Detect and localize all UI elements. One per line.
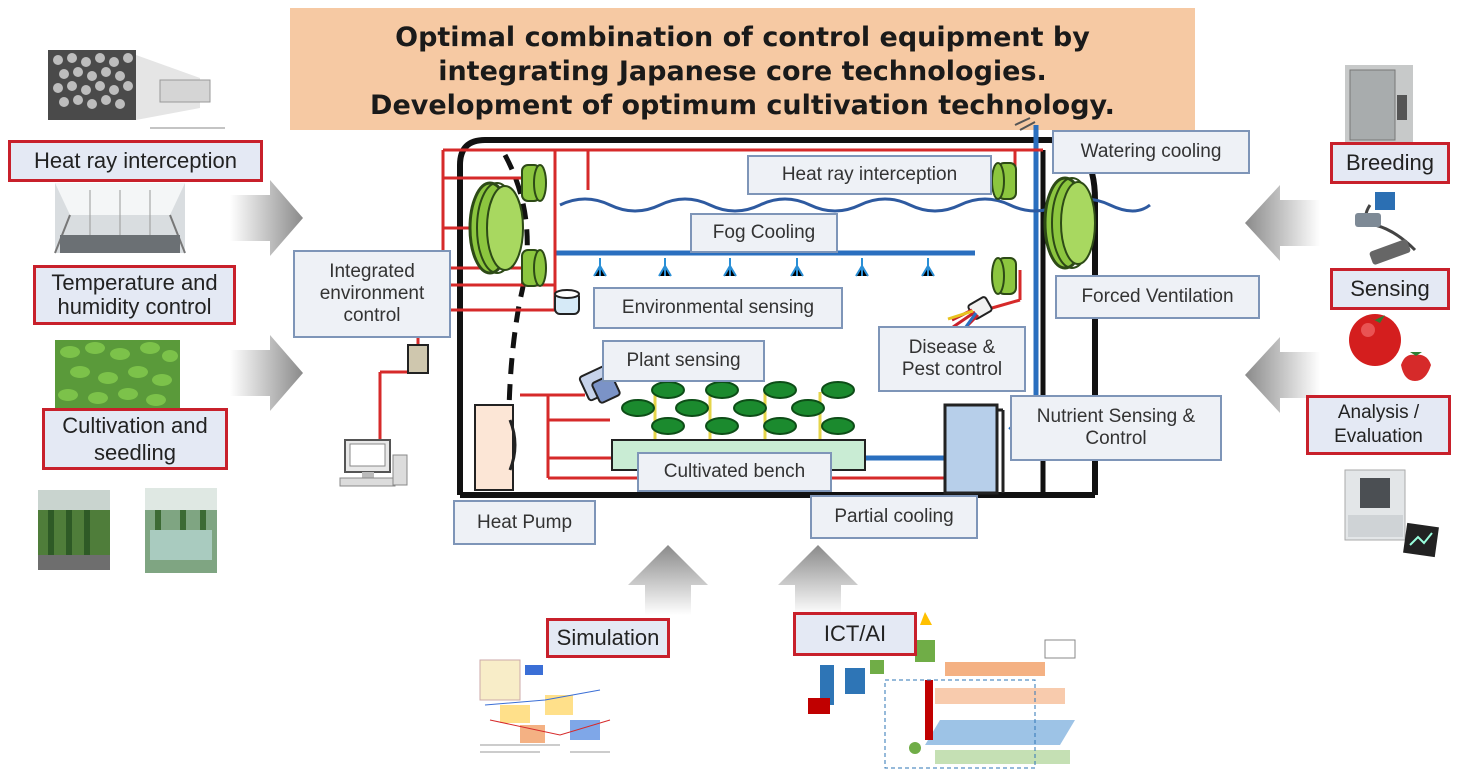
- pest-control-icon: [947, 296, 993, 336]
- label-sensing: Sensing: [1330, 268, 1450, 310]
- title-line-1: Optimal combination of control equipment…: [395, 22, 1090, 53]
- arrow-icon: [778, 545, 858, 615]
- label-cultivation-seedling: Cultivation and seedling: [42, 408, 228, 470]
- plants: [621, 381, 855, 440]
- label-disease-pest-control: Disease & Pest control: [878, 326, 1026, 392]
- arrow-icon: [628, 545, 708, 615]
- title-banner: Optimal combination of control equipment…: [290, 8, 1195, 130]
- label-partial-cooling: Partial cooling: [810, 495, 978, 539]
- label-simulation: Simulation: [546, 618, 670, 658]
- label-fog-cooling: Fog Cooling: [690, 213, 838, 253]
- right-photo-tomato: [1349, 314, 1431, 381]
- arrow-icon: [1245, 185, 1320, 261]
- label-heat-pump: Heat Pump: [453, 500, 596, 545]
- label-breeding: Breeding: [1330, 142, 1450, 184]
- left-photo-seedling-1: [38, 490, 110, 570]
- sensor-icon: [554, 289, 580, 315]
- left-photo-material: [48, 50, 225, 129]
- arrow-icon: [230, 335, 303, 411]
- fan-icon: [468, 181, 524, 275]
- label-nutrient-sensing-control: Nutrient Sensing & Control: [1010, 395, 1222, 461]
- title-line-2: integrating Japanese core technologies.: [438, 56, 1047, 87]
- label-forced-ventilation: Forced Ventilation: [1055, 275, 1260, 319]
- heat-pump-icon: [474, 404, 517, 491]
- right-photo-growth-chamber: [1345, 65, 1413, 145]
- fan-icon: [1043, 176, 1096, 270]
- sprinkler-icon: [593, 258, 935, 277]
- right-photo-analyzer: [1344, 469, 1439, 558]
- label-ict-ai: ICT/AI: [793, 612, 917, 656]
- label-integrated-environment-control: Integrated environment control: [293, 250, 451, 338]
- label-heat-ray-inside: Heat ray interception: [747, 155, 992, 195]
- label-environmental-sensing: Environmental sensing: [593, 287, 843, 329]
- label-heat-ray-interception: Heat ray interception: [8, 140, 263, 182]
- label-watering-cooling: Watering cooling: [1052, 130, 1250, 174]
- fan-icon: [521, 162, 1017, 295]
- cooling-unit-icon: [943, 403, 1005, 495]
- left-photo-seedling-2: [145, 488, 217, 573]
- left-photo-greenhouse-interior: [54, 183, 186, 254]
- label-analysis-evaluation: Analysis / Evaluation: [1306, 395, 1451, 455]
- controller-device: [407, 344, 429, 374]
- arrow-icon: [1245, 337, 1320, 413]
- right-photo-sensor-probe: [1355, 192, 1417, 265]
- title-line-3: Development of optimum cultivation techn…: [370, 90, 1115, 121]
- label-cultivated-bench: Cultivated bench: [637, 452, 832, 492]
- left-photo-plants: [55, 340, 180, 408]
- computer-icon: [339, 439, 408, 487]
- simulation-diagram: [470, 655, 620, 770]
- label-temperature-humidity: Temperature and humidity control: [33, 265, 236, 325]
- arrow-icon: [230, 180, 303, 256]
- label-plant-sensing: Plant sensing: [602, 340, 765, 382]
